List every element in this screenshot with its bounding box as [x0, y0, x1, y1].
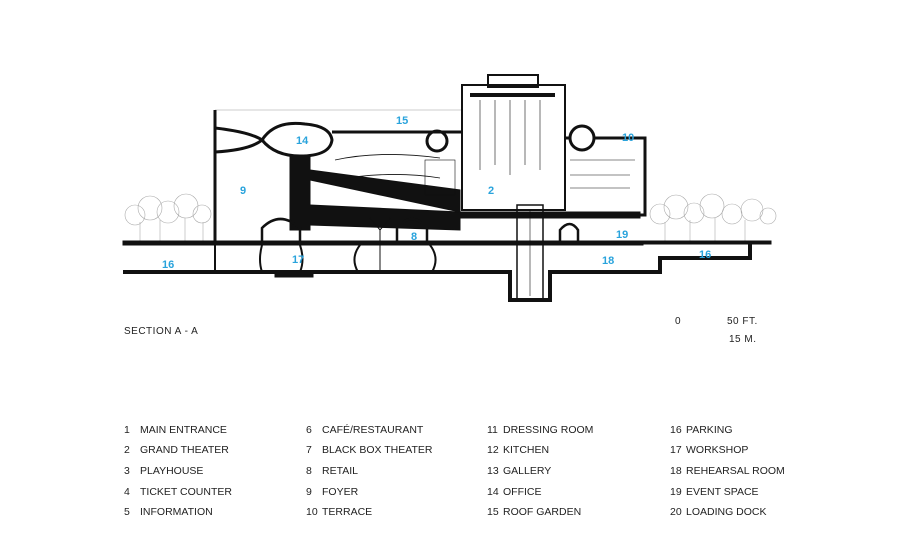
- legend-item: 11 DRESSING ROOM: [487, 424, 593, 436]
- legend-item: 12 KITCHEN: [487, 444, 549, 456]
- room-label-9: 9: [240, 185, 246, 197]
- legend-label: GALLERY: [503, 465, 552, 477]
- room-label-18: 18: [602, 255, 614, 267]
- legend-number: 18: [670, 465, 682, 477]
- legend-number: 12: [487, 444, 499, 456]
- legend-item: 16 PARKING: [670, 424, 732, 436]
- legend-label: ROOF GARDEN: [503, 506, 582, 518]
- legend-label: EVENT SPACE: [686, 486, 759, 498]
- legend-item: 4 TICKET COUNTER: [124, 486, 232, 498]
- legend-label: MAIN ENTRANCE: [140, 424, 227, 436]
- legend-item: 19 EVENT SPACE: [670, 486, 759, 498]
- legend-label: KITCHEN: [503, 444, 550, 456]
- legend-number: 2: [124, 444, 130, 456]
- legend-item: 7 BLACK BOX THEATER: [306, 444, 432, 456]
- legend-label: GRAND THEATER: [140, 444, 229, 456]
- room-label-15: 15: [396, 115, 408, 127]
- legend-label: PLAYHOUSE: [140, 465, 204, 477]
- legend-number: 15: [487, 506, 499, 518]
- legend-label: CAFÉ/RESTAURANT: [322, 424, 424, 436]
- legend-number: 14: [487, 486, 499, 498]
- room-label-19: 19: [616, 229, 628, 241]
- legend-label: BLACK BOX THEATER: [322, 444, 433, 456]
- room-label-10: 10: [622, 132, 634, 144]
- legend-item: 8 RETAIL: [306, 465, 358, 477]
- legend-item: 18 REHEARSAL ROOM: [670, 465, 785, 477]
- legend-number: 4: [124, 486, 130, 498]
- room-labels: 15 14 10 9 2 8 19 16 17 18 16: [162, 115, 711, 271]
- room-label-8: 8: [411, 231, 417, 243]
- legend-item: 15 ROOF GARDEN: [487, 506, 581, 518]
- room-label-14: 14: [296, 135, 309, 147]
- legend-number: 10: [306, 506, 318, 518]
- legend-item: 6 CAFÉ/RESTAURANT: [306, 424, 423, 436]
- legend-label: TICKET COUNTER: [140, 486, 232, 498]
- legend-number: 1: [124, 424, 130, 436]
- legend-item: 1 MAIN ENTRANCE: [124, 424, 227, 436]
- legend-number: 16: [670, 424, 682, 436]
- legend-label: LOADING DOCK: [686, 506, 767, 518]
- legend-number: 20: [670, 506, 682, 518]
- legend-number: 11: [487, 424, 498, 436]
- legend-number: 17: [670, 444, 682, 456]
- legend-label: REHEARSAL ROOM: [686, 465, 785, 477]
- section-drawing: 15 14 10 9 2 8 19 16 17 18 16: [122, 74, 777, 302]
- legend-item: 17 WORKSHOP: [670, 444, 748, 456]
- legend-number: 9: [306, 486, 312, 498]
- legend-label: WORKSHOP: [686, 444, 749, 456]
- legend-label: OFFICE: [503, 486, 542, 498]
- legend-label: FOYER: [322, 486, 359, 498]
- legend-number: 7: [306, 444, 312, 456]
- legend-label: DRESSING ROOM: [503, 424, 594, 436]
- trees-left: [124, 193, 212, 243]
- scale-meters: 15 M.: [729, 334, 757, 345]
- legend-item: 2 GRAND THEATER: [124, 444, 229, 456]
- legend-number: 8: [306, 465, 312, 477]
- legend-label: INFORMATION: [140, 506, 213, 518]
- legend-item: 10 TERRACE: [306, 506, 372, 518]
- legend-item: 13 GALLERY: [487, 465, 551, 477]
- section-title: SECTION A - A: [124, 326, 199, 337]
- room-label-16-right: 16: [699, 249, 711, 261]
- room-label-17: 17: [292, 254, 304, 266]
- legend-item: 5 INFORMATION: [124, 506, 213, 518]
- scale-feet: 50 FT.: [727, 316, 758, 327]
- legend-number: 6: [306, 424, 312, 436]
- legend-item: 9 FOYER: [306, 486, 358, 498]
- legend-label: TERRACE: [322, 506, 373, 518]
- legend-item: 14 OFFICE: [487, 486, 542, 498]
- legend-item: 20 LOADING DOCK: [670, 506, 767, 518]
- legend-number: 5: [124, 506, 130, 518]
- legend-item: 3 PLAYHOUSE: [124, 465, 203, 477]
- room-label-2: 2: [488, 185, 494, 197]
- building-section: [122, 74, 772, 302]
- legend-number: 19: [670, 486, 682, 498]
- legend-label: PARKING: [686, 424, 733, 436]
- room-label-16-left: 16: [162, 259, 174, 271]
- legend-number: 13: [487, 465, 499, 477]
- scale-zero: 0: [675, 316, 682, 327]
- legend-label: RETAIL: [322, 465, 358, 477]
- legend-number: 3: [124, 465, 130, 477]
- trees-right: [649, 193, 777, 243]
